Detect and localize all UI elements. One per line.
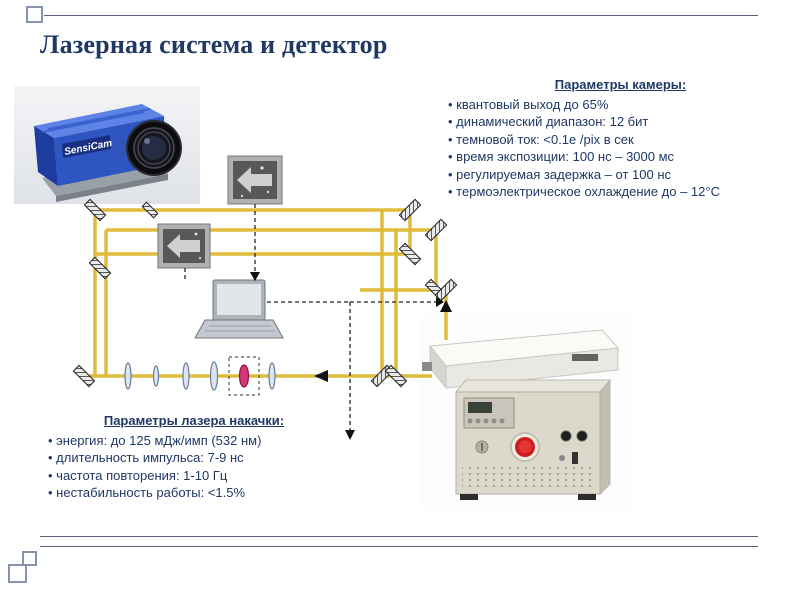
arrowhead-down	[345, 430, 355, 440]
camera-param-item: регулируемая задержка – от 100 нс	[448, 166, 793, 184]
mirrors	[72, 198, 458, 388]
camera-param-item: темновой ток: <0.1e /pix в сек	[448, 131, 793, 149]
ccd-camera-photo: SensiCam	[14, 86, 200, 204]
key-switch	[475, 440, 489, 454]
arrowhead-right	[436, 297, 444, 307]
recorded-frame-2	[157, 223, 211, 269]
laser-head-label	[572, 354, 598, 361]
mirror	[83, 198, 107, 222]
mirror	[398, 198, 422, 222]
laser-param-item: длительность импульса: 7-9 нс	[48, 449, 340, 467]
laser-params-block: Параметры лазера накачки: энергия: до 12…	[48, 412, 340, 502]
ventilation-grid	[462, 464, 594, 490]
corner-square-bottom-1	[22, 551, 37, 566]
camera-param-item: время экспозиции: 100 нс – 3000 мс	[448, 148, 793, 166]
bottom-rule-line-2	[40, 546, 758, 547]
beamsplitter	[141, 201, 159, 219]
power-supply-unit	[454, 378, 612, 500]
pump-laser-image	[422, 329, 620, 500]
camera-param-item: термоэлектрическое охлаждение до – 12°C	[448, 183, 793, 201]
ccd-camera-image: SensiCam	[34, 104, 182, 202]
emergency-stop-button	[510, 432, 540, 462]
lens-chain	[124, 356, 276, 396]
left-arrow-glyph	[167, 234, 200, 258]
mirror	[72, 364, 96, 388]
lens	[268, 362, 276, 390]
lens	[152, 365, 160, 387]
lens	[209, 361, 219, 391]
camera-lens	[126, 120, 182, 176]
laser-crystal	[238, 364, 250, 388]
laser-param-item: нестабильность работы: <1.5%	[48, 484, 340, 502]
left-arrow-glyph	[237, 167, 272, 193]
laser-params-heading: Параметры лазера накачки:	[103, 413, 285, 428]
control-display-module	[463, 397, 515, 429]
sync-trigger-lines	[184, 204, 438, 434]
camera-params-heading: Параметры камеры:	[554, 77, 687, 92]
arrowhead-up	[440, 300, 452, 312]
camera-param-item: динамический диапазон: 12 бит	[448, 113, 793, 131]
bottom-rule-line-1	[40, 536, 758, 537]
arrowhead-left	[314, 370, 328, 382]
arrowhead-down	[250, 272, 260, 281]
mirror	[434, 278, 458, 302]
lens	[182, 362, 190, 390]
laser-output-port	[422, 362, 432, 371]
camera-params-block: Параметры камеры: квантовый выход до 65%…	[448, 76, 793, 201]
top-rule-line	[44, 15, 758, 16]
laser-params-list: энергия: до 125 мДж/имп (532 нм) длитель…	[48, 432, 340, 502]
camera-label-plate	[62, 135, 111, 158]
mirror	[424, 218, 448, 242]
page-title: Лазерная система и детектор	[40, 30, 388, 59]
corner-square-bottom-2	[8, 564, 27, 583]
mirror	[398, 242, 422, 266]
camera-param-item: квантовый выход до 65%	[448, 96, 793, 114]
pump-laser-photo	[420, 316, 635, 508]
laser-head	[422, 329, 620, 390]
crystal-enclosure	[228, 356, 260, 396]
laptop-icon	[194, 279, 284, 339]
direction-arrows	[250, 272, 452, 440]
mirror	[384, 364, 408, 388]
camera-params-list: квантовый выход до 65% динамический диап…	[448, 96, 793, 201]
lens	[124, 362, 132, 390]
laser-param-item: частота повторения: 1-10 Гц	[48, 467, 340, 485]
laser-param-item: энергия: до 125 мДж/имп (532 нм)	[48, 432, 340, 450]
rear-connectors	[559, 430, 588, 464]
recorded-frame-1	[227, 155, 283, 205]
mirror	[88, 256, 112, 280]
corner-square-top	[26, 6, 43, 23]
